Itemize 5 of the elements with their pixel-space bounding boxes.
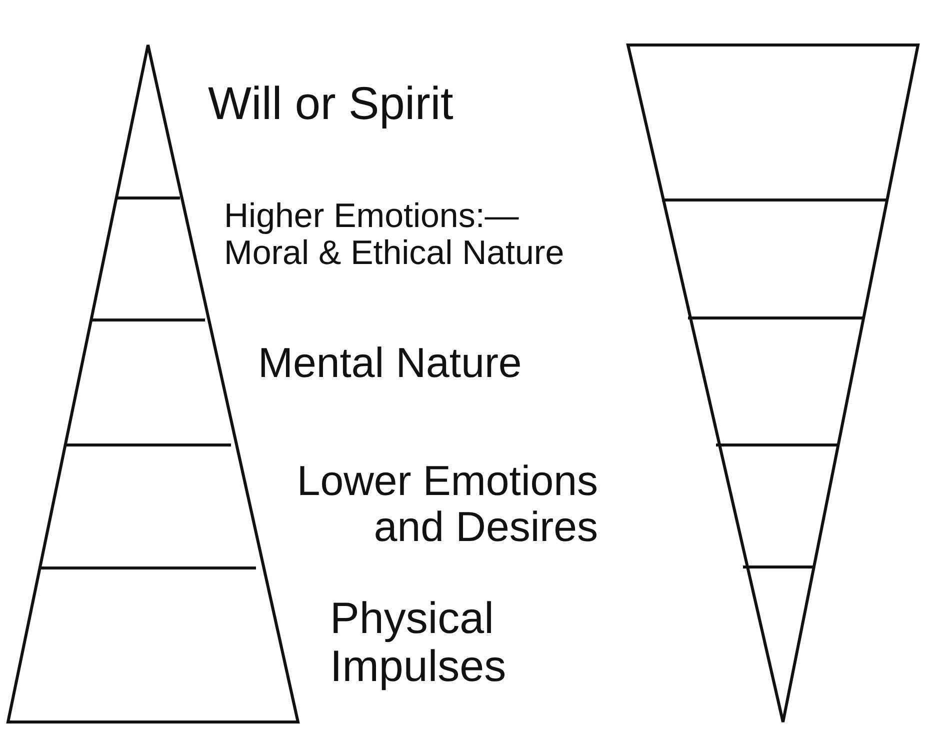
level-label: Mental Nature [258,340,523,386]
level-label: Physical Impulses [330,595,508,692]
level-label: Will or Spirit [208,78,454,129]
level-label: Higher Emotions:— Moral & Ethical Nature [224,198,566,273]
level-label: Lower Emotions and Desires [296,458,598,550]
